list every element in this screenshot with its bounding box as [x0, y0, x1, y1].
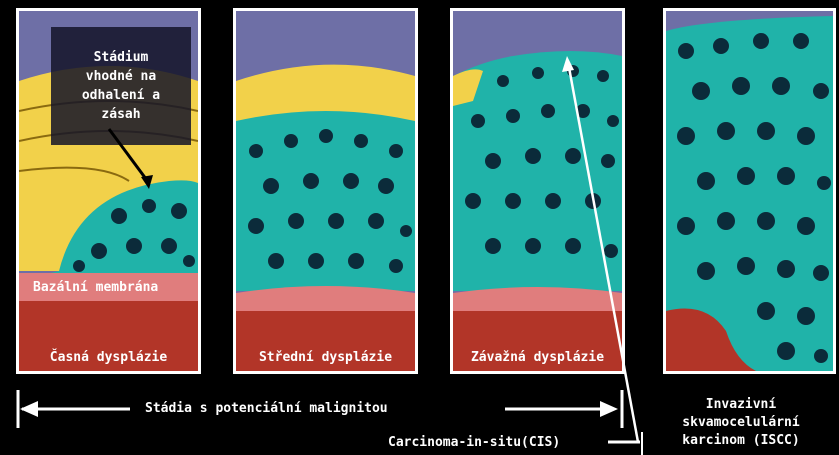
tissue-illustration-severe — [453, 11, 622, 371]
iscc-label: Invazivní skvamocelulární karcinom (ISCC… — [656, 396, 826, 450]
potential-malignancy-label: Stádia s potenciální malignitou — [145, 401, 388, 416]
panel-invasive-carcinoma — [663, 8, 836, 374]
panel-early-dysplasia: Stádium vhodné na odhalení a zásah Bazál… — [16, 8, 201, 374]
stage-label-early: Časná dysplázie — [19, 350, 198, 365]
panel-moderate-dysplasia: Střední dysplázie — [233, 8, 418, 374]
stage-label-severe: Závažná dysplázie — [453, 350, 622, 365]
tissue-illustration-invasive — [666, 11, 833, 371]
panel-severe-dysplasia: Závažná dysplázie — [450, 8, 625, 374]
basal-membrane-label: Bazální membrána — [33, 280, 158, 295]
tissue-illustration-moderate — [236, 11, 415, 371]
cis-label: Carcinoma-in-situ(CIS) — [388, 435, 560, 450]
detection-stage-callout: Stádium vhodné na odhalení a zásah — [51, 27, 191, 145]
stage-label-moderate: Střední dysplázie — [236, 350, 415, 365]
